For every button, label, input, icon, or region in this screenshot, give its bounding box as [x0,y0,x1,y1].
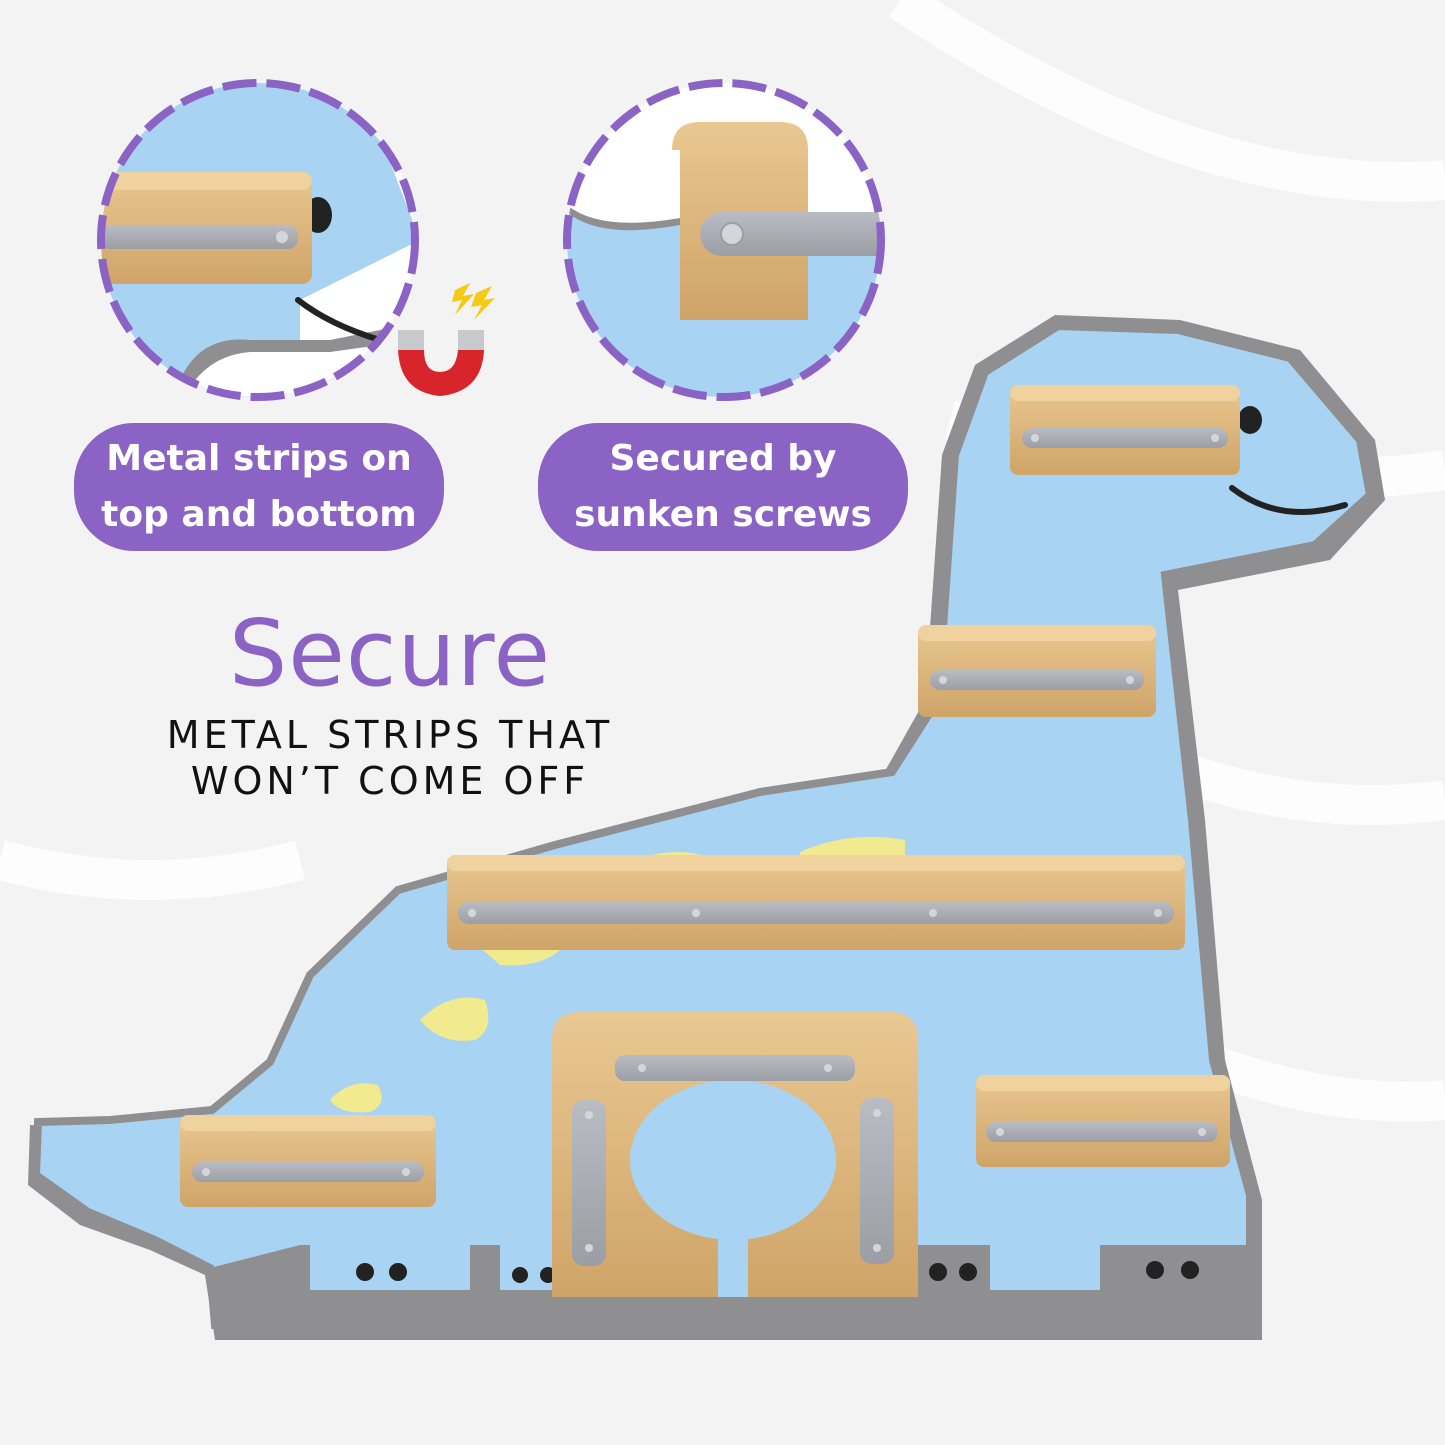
shelf-long [447,855,1185,950]
zoom-circle-sunken-screws [563,79,885,401]
callout-sunken-screws-line1: Secured by [609,438,837,479]
magnet-icon [398,330,484,396]
callout-metal-strips: Metal strips on top and bottom [74,423,444,551]
subline: METAL STRIPS THAT WON’T COME OFF [110,712,670,804]
callout-metal-strips-line2: top and bottom [101,494,417,535]
dino-mouth [1229,485,1348,515]
shelf-body-right [976,1075,1230,1167]
dino-spots [330,836,905,1113]
dino-eye [1238,406,1262,434]
holder-block [552,1012,918,1297]
lightning-icon [452,283,495,320]
board-bottom-band [210,1245,1250,1325]
shelf-tail [180,1115,436,1207]
shelf-head [1010,385,1240,475]
callout-sunken-screws: Secured by sunken screws [538,423,908,551]
shelf-neck [918,625,1156,717]
zoom-circle-metal-strips [97,79,419,401]
headline: Secure [228,600,552,707]
callout-metal-strips-line1: Metal strips on [106,438,412,479]
subline-line1: METAL STRIPS THAT [166,713,614,757]
dino-feet-dots [356,1261,1199,1283]
subline-line2: WON’T COME OFF [190,759,590,803]
callout-sunken-screws-line2: sunken screws [574,494,872,535]
